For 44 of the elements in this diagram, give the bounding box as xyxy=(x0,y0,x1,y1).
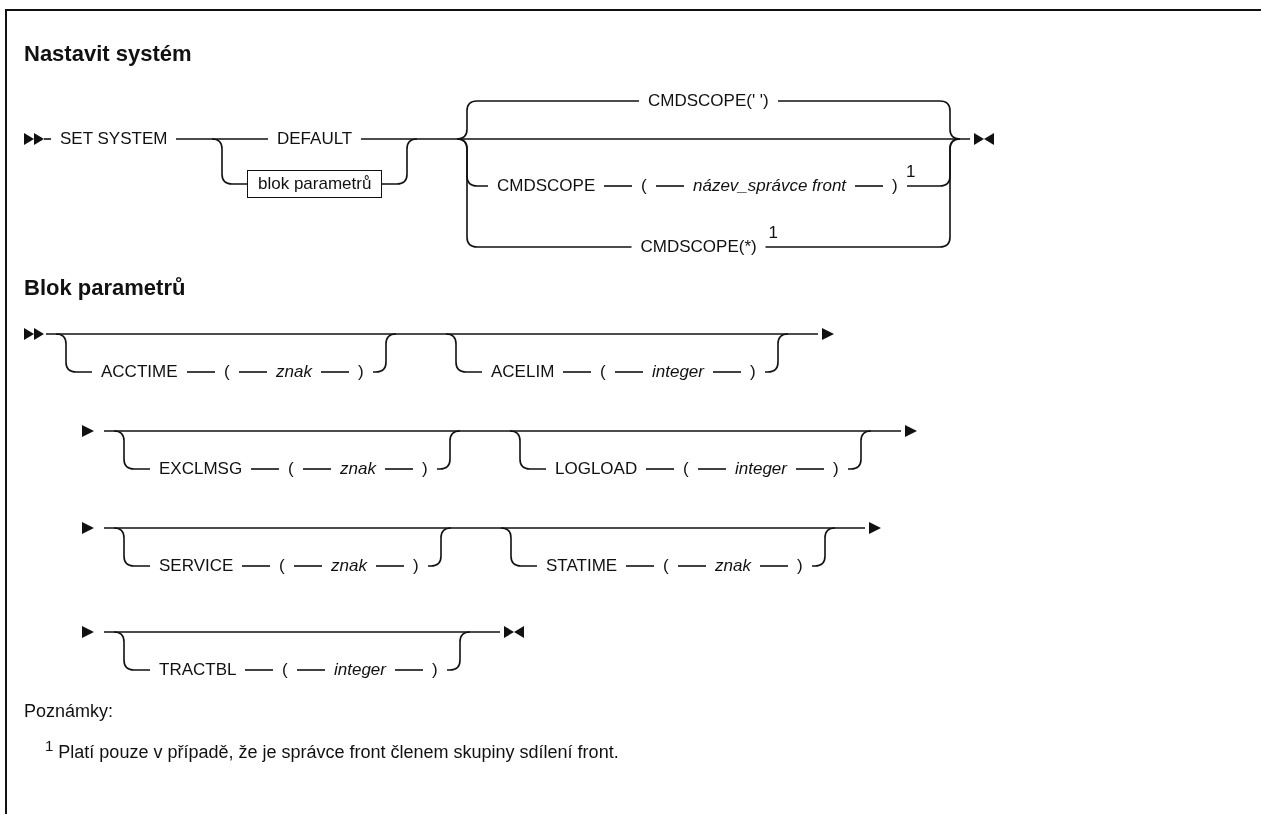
variable: znak xyxy=(340,459,376,480)
footnote-mark: 1 xyxy=(768,223,778,241)
parenthesis: ) xyxy=(892,176,898,197)
keyword: CMDSCOPE xyxy=(497,176,596,197)
variable: znak xyxy=(331,556,367,577)
keyword: DEFAULT xyxy=(277,129,353,150)
keyword: STATIME xyxy=(546,556,618,577)
footnote-text: $^{1}$ Platí pouze v případě, že je správce front členem skupiny sdílení front. xyxy=(45,736,619,764)
footnote-mark: 1 xyxy=(906,162,916,180)
parenthesis: ( xyxy=(663,556,669,577)
section-heading: Nastavit systém xyxy=(24,41,192,68)
parenthesis: ( xyxy=(600,362,606,383)
parenthesis: ( xyxy=(279,556,285,577)
parenthesis: ) xyxy=(432,660,438,681)
parenthesis: ( xyxy=(282,660,288,681)
block-name: blok parametrů xyxy=(258,174,372,193)
keyword: EXCLMSG xyxy=(159,459,243,480)
notes-heading: Poznámky: xyxy=(24,701,114,723)
keyword: LOGLOAD xyxy=(555,459,638,480)
section-heading: Blok parametrů xyxy=(24,275,186,302)
variable: název_správce front xyxy=(693,176,847,197)
keyword: ACELIM xyxy=(491,362,555,383)
parenthesis: ( xyxy=(683,459,689,480)
parenthesis: ) xyxy=(797,556,803,577)
parenthesis: ( xyxy=(641,176,647,197)
keyword: SERVICE xyxy=(159,556,234,577)
parenthesis: ) xyxy=(358,362,364,383)
variable: znak xyxy=(276,362,312,383)
keyword: SET SYSTEM xyxy=(60,129,168,150)
keyword: ACCTIME xyxy=(101,362,178,383)
variable: integer xyxy=(735,459,787,480)
keyword: CMDSCOPE(' ') xyxy=(648,91,769,112)
variable: integer xyxy=(334,660,386,681)
parenthesis: ( xyxy=(288,459,294,480)
keyword: TRACTBL xyxy=(159,660,237,681)
parenthesis: ) xyxy=(422,459,428,480)
variable: integer xyxy=(652,362,704,383)
parenthesis: ( xyxy=(224,362,230,383)
keyword: CMDSCOPE(*) xyxy=(640,237,757,258)
parenthesis: ) xyxy=(833,459,839,480)
syntax-block-box xyxy=(247,170,383,198)
parenthesis: ) xyxy=(413,556,419,577)
variable: znak xyxy=(715,556,751,577)
parenthesis: ) xyxy=(750,362,756,383)
